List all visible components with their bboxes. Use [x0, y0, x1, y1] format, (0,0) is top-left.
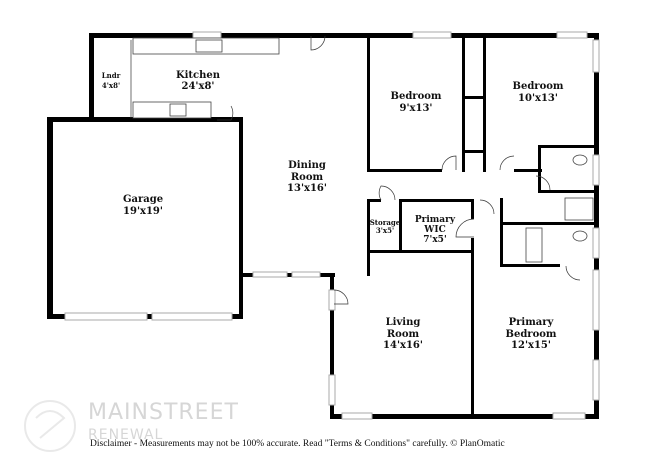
windows — [64, 31, 600, 420]
bedroom2-size: 10'x13' — [518, 93, 558, 104]
dining-name: Dining — [288, 160, 326, 171]
toilet-icon — [572, 154, 588, 166]
bathtub-icon — [564, 197, 594, 221]
watermark-line2: RENEWAL — [88, 427, 164, 443]
laundry-name: Lndr — [102, 71, 121, 80]
laundry-size: 4'x8' — [102, 81, 120, 90]
primary-bedroom-size: 12'x15' — [511, 340, 551, 351]
primary-bedroom-name: Primary — [509, 317, 555, 328]
living-size: 14'x16' — [383, 340, 423, 351]
disclaimer-text: Disclaimer - Measurements may not be 100… — [90, 439, 505, 449]
garage-name: Garage — [123, 194, 163, 205]
storage-size: 3'x5' — [376, 226, 394, 235]
watermark-line1: MAINSTREET — [88, 400, 239, 425]
room-labels: Lndr 4'x8' Kitchen 24'x8' Garage 19'x19'… — [102, 70, 564, 351]
watermark-logo-icon — [22, 398, 78, 458]
primary-bedroom-name2: Bedroom — [506, 329, 557, 340]
wic-name2: WIC — [423, 225, 445, 235]
garage-size: 19'x19' — [123, 206, 163, 217]
storage-name: Storage — [370, 218, 401, 227]
dining-size: 13'x16' — [287, 183, 327, 194]
toilet-icon-2 — [572, 230, 588, 242]
bathtub-icon-2 — [525, 227, 543, 263]
walls — [47, 33, 599, 419]
living-name2: Room — [387, 329, 420, 340]
kitchen-size: 24'x8' — [182, 81, 215, 92]
wic-name: Primary — [415, 215, 456, 225]
stove-icon — [169, 103, 187, 117]
watermark-text: MAINSTREET RENEWAL — [88, 402, 239, 446]
wic-size: 7'x5' — [423, 235, 446, 245]
sink-icon — [195, 39, 223, 53]
bedroom2-name: Bedroom — [513, 81, 564, 92]
bedroom1-size: 9'x13' — [400, 103, 433, 114]
fixtures — [132, 37, 594, 263]
living-name: Living — [386, 317, 421, 328]
kitchen-name: Kitchen — [176, 70, 221, 81]
dining-name2: Room — [291, 172, 324, 183]
doors — [130, 35, 581, 305]
bedroom1-name: Bedroom — [391, 91, 442, 102]
